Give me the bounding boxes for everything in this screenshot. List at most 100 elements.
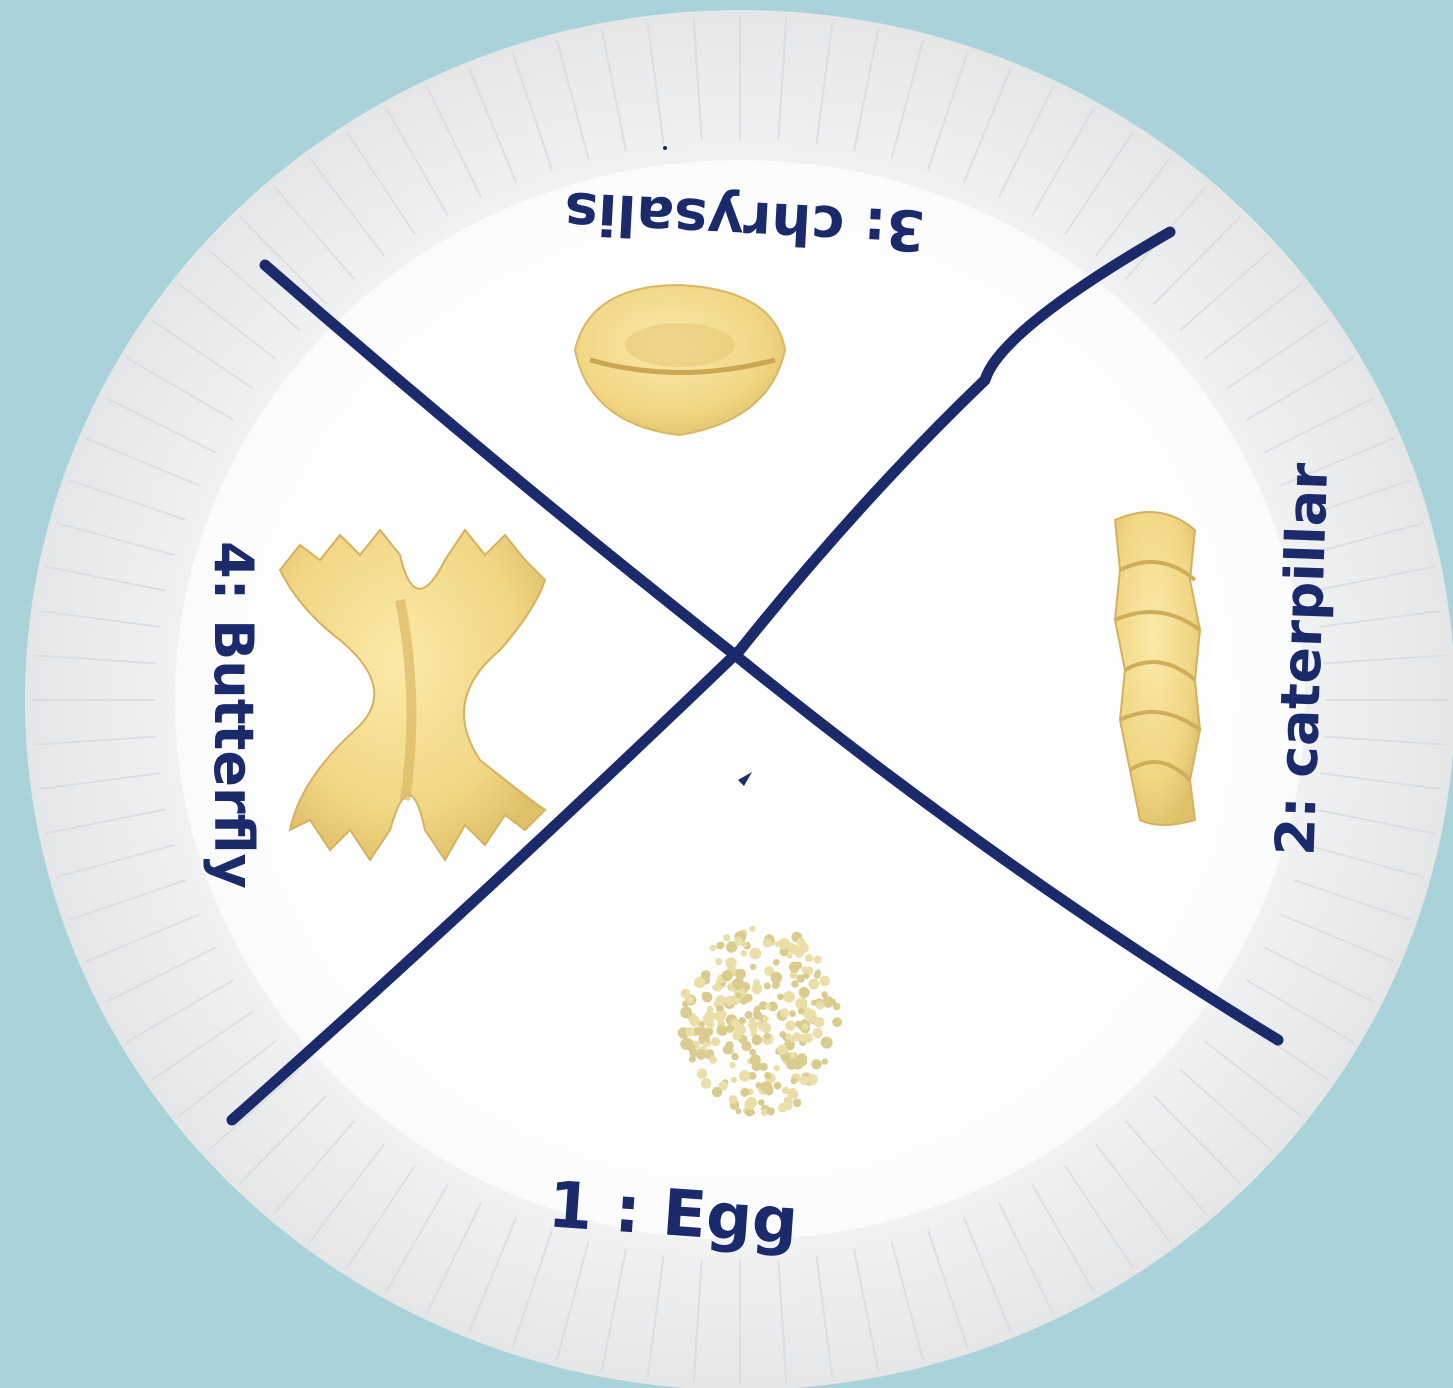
couscous-grain — [702, 992, 713, 1003]
couscous-grain — [814, 972, 821, 979]
couscous-grain — [791, 1078, 798, 1085]
couscous-grain — [761, 1023, 771, 1033]
couscous-grain — [731, 1077, 737, 1083]
couscous-grain — [716, 942, 723, 949]
couscous-grain — [799, 987, 810, 998]
couscous-grain — [798, 942, 809, 953]
couscous-grain — [686, 996, 694, 1004]
couscous-grain — [696, 1049, 707, 1060]
couscous-grain — [712, 984, 719, 991]
couscous-grain — [767, 1107, 775, 1115]
couscous-grain — [739, 1070, 750, 1081]
couscous-grain — [745, 1099, 756, 1110]
couscous-grain — [774, 1065, 780, 1071]
couscous-grain — [833, 1003, 841, 1011]
couscous-grain — [783, 991, 795, 1003]
couscous-grain — [786, 953, 792, 959]
couscous-grain — [801, 966, 808, 973]
couscous-grain — [813, 1028, 823, 1038]
couscous-grain — [791, 980, 798, 987]
couscous-grain — [741, 1041, 751, 1051]
couscous-grain — [738, 1017, 746, 1025]
couscous-grain — [709, 1056, 717, 1064]
couscous-grain — [814, 956, 822, 964]
couscous-grain — [731, 1019, 740, 1028]
couscous-grain — [764, 1033, 770, 1039]
couscous-grain — [832, 1017, 842, 1027]
couscous-grain — [777, 994, 784, 1001]
couscous-grain — [752, 984, 763, 995]
couscous-grain — [764, 983, 771, 990]
couscous-grain — [741, 950, 748, 957]
couscous-grain — [712, 1087, 722, 1097]
couscous-grain — [811, 1059, 821, 1069]
couscous-grain — [710, 945, 717, 952]
couscous-grain — [729, 1062, 735, 1068]
couscous-grain — [797, 975, 805, 983]
couscous-grain — [749, 926, 755, 932]
couscous-grain — [765, 1003, 771, 1009]
couscous-grain — [780, 1008, 789, 1017]
couscous-grain — [808, 979, 819, 990]
couscous-grain — [723, 934, 730, 941]
couscous-grain — [773, 959, 780, 966]
couscous-grain — [680, 1007, 692, 1019]
couscous-grain — [785, 1021, 795, 1031]
couscous-grain — [689, 1056, 696, 1063]
couscous-grain — [720, 1028, 727, 1035]
couscous-grain — [789, 1010, 796, 1017]
couscous-grain — [715, 958, 722, 965]
couscous-grain — [771, 972, 783, 984]
couscous-grain — [706, 1020, 715, 1029]
couscous-grain — [711, 1037, 720, 1046]
couscous-grain — [774, 1082, 782, 1090]
couscous-grain — [805, 954, 813, 962]
couscous-grain — [790, 1036, 797, 1043]
couscous-grain — [749, 948, 761, 960]
couscous-grain — [822, 1058, 828, 1064]
couscous-grain — [725, 996, 735, 1006]
couscous-grain — [753, 1011, 762, 1020]
couscous-grain — [810, 1009, 816, 1015]
couscous-grain — [777, 1044, 788, 1055]
couscous-grain — [701, 970, 711, 980]
couscous-grain — [764, 1072, 771, 1079]
couscous-grain — [734, 937, 743, 946]
couscous-grain — [685, 1027, 694, 1036]
couscous-grain — [732, 978, 744, 990]
couscous-grain — [807, 1074, 818, 1085]
couscous-grain — [793, 1099, 802, 1108]
couscous-grain — [752, 1035, 763, 1046]
couscous-grain — [731, 1053, 738, 1060]
couscous-grain — [750, 964, 756, 970]
couscous-grain — [715, 1011, 726, 1022]
couscous-grain — [762, 1016, 769, 1023]
couscous-grain — [682, 1038, 692, 1048]
couscous-grain — [816, 1001, 825, 1010]
couscous-grain — [802, 1023, 809, 1030]
couscous-grain — [779, 1031, 786, 1038]
couscous-grain — [735, 969, 746, 980]
couscous-grain — [786, 1059, 797, 1070]
couscous-grain — [722, 970, 733, 981]
couscous-grain — [701, 1078, 712, 1089]
couscous-grain — [761, 1081, 773, 1093]
couscous-grain — [798, 1008, 805, 1015]
couscous-grain — [723, 1045, 733, 1055]
couscous-grain — [797, 1053, 808, 1064]
couscous-grain — [820, 976, 830, 986]
couscous-grain — [779, 938, 791, 950]
couscous-grain — [760, 1063, 768, 1071]
couscous-grain — [735, 992, 741, 998]
couscous-grain — [821, 1037, 833, 1049]
couscous-grain — [821, 991, 828, 998]
couscous-grain — [758, 1099, 765, 1106]
couscous-grain — [740, 1088, 749, 1097]
couscous-grain — [697, 1069, 707, 1079]
couscous-grain — [789, 962, 800, 973]
couscous-grain — [778, 1103, 788, 1113]
couscous-grain — [763, 939, 772, 948]
couscous-grain — [738, 1027, 745, 1034]
couscous-grain — [750, 1054, 761, 1065]
